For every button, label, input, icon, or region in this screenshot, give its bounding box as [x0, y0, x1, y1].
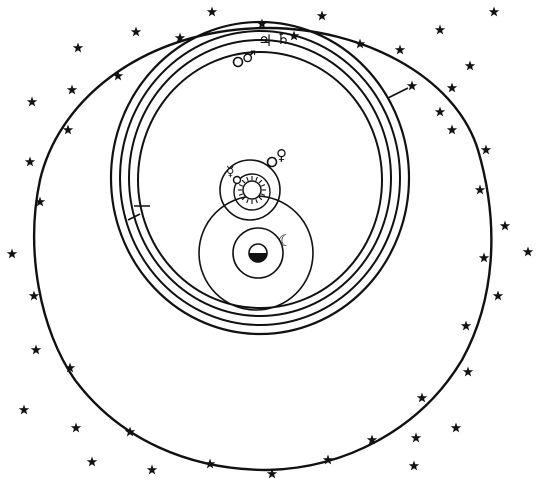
- star-icon: [25, 157, 35, 167]
- star-icon: [87, 457, 97, 467]
- star-icon: [409, 461, 419, 471]
- star-icon: [447, 125, 457, 135]
- star-icon: [479, 253, 489, 263]
- sun-ray: [256, 177, 258, 181]
- saturn-orbit: [111, 22, 409, 334]
- fixed-stars: [7, 7, 533, 479]
- star-icon: [447, 83, 457, 93]
- star-icon: [207, 7, 217, 17]
- star-icon: [355, 39, 365, 49]
- star-icon: [147, 465, 157, 475]
- star-icon: [395, 45, 405, 55]
- jupiter-orbit: [120, 31, 400, 325]
- star-icon: [435, 25, 445, 35]
- saturn-symbol: ♄: [276, 29, 290, 48]
- earth-orbit: [138, 52, 382, 308]
- star-icon: [205, 459, 215, 469]
- star-icon: [461, 321, 471, 331]
- star-icon: [451, 423, 461, 433]
- star-icon: [465, 61, 475, 71]
- orbit-tick-right: [388, 88, 408, 98]
- sun-ray: [247, 199, 249, 203]
- star-icon: [489, 7, 499, 17]
- star-icon: [475, 185, 485, 195]
- star-icon: [493, 291, 503, 301]
- sun-ray: [256, 199, 258, 203]
- star-icon: [71, 423, 81, 433]
- venus-symbol: ♀: [276, 146, 287, 164]
- mars-orbit: [129, 40, 391, 316]
- star-icon: [500, 221, 510, 231]
- mars-symbol: ♂: [242, 47, 256, 66]
- star-icon: [407, 81, 417, 91]
- star-icon: [29, 291, 39, 301]
- sun-ray: [242, 180, 245, 183]
- moon-symbol: ☾: [278, 231, 292, 250]
- star-icon: [27, 97, 37, 107]
- star-icon: [411, 433, 421, 443]
- star-icon: [73, 43, 83, 53]
- star-icon: [317, 11, 327, 21]
- star-icon: [463, 367, 473, 377]
- star-icon: [435, 107, 445, 117]
- star-icon: [31, 345, 41, 355]
- sun-ray: [239, 194, 243, 196]
- star-icon: [19, 405, 29, 415]
- star-icon: [131, 27, 141, 37]
- star-icon: [417, 393, 427, 403]
- star-icon: [113, 71, 123, 81]
- star-icon: [523, 247, 533, 257]
- sun-icon: [238, 176, 266, 204]
- sun-ray: [261, 194, 265, 196]
- star-icon: [481, 145, 491, 155]
- earth-icon: [249, 244, 267, 262]
- sun-ray: [261, 185, 265, 187]
- sun-ray: [239, 185, 243, 187]
- jupiter-symbol: ♃: [258, 31, 272, 50]
- star-icon: [67, 85, 77, 95]
- sun-ray: [259, 180, 262, 183]
- star-icon: [289, 31, 299, 41]
- sun-ray: [247, 177, 249, 181]
- star-icon: [7, 249, 17, 259]
- mercury-symbol: ☿: [226, 164, 235, 180]
- sun-ray: [259, 197, 262, 200]
